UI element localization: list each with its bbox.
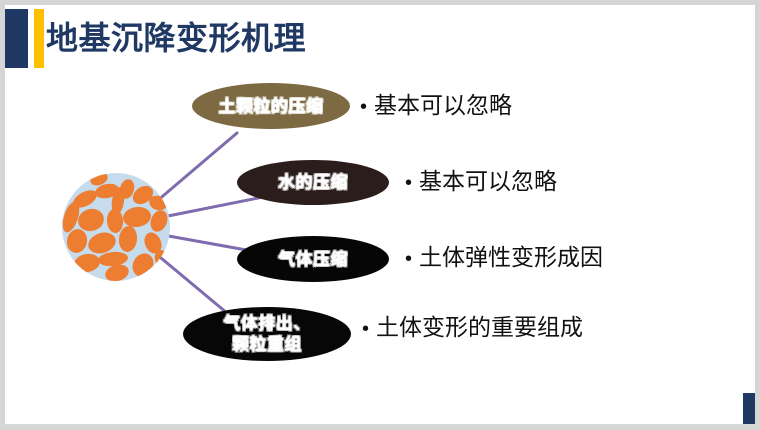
node-label: 土颗粒的压缩 <box>218 96 324 116</box>
bullet-dot-icon: • <box>405 248 413 270</box>
header-gold-bar <box>34 9 44 68</box>
bullet-text: 土体变形的重要组成 <box>376 314 584 340</box>
bullet-dot-icon: • <box>362 318 370 340</box>
node-ellipse-gas-discharge-particle-rearrangement[interactable]: 气体排出、 颗粒重组 <box>183 307 351 361</box>
bullet-row-4: • 土体变形的重要组成 <box>362 312 583 344</box>
page-title: 地基沉降变形机理 <box>46 20 307 56</box>
node-label: 水的压缩 <box>278 173 348 192</box>
node-label: 气体压缩 <box>278 249 348 269</box>
bullet-row-1: • 基本可以忽略 <box>360 90 512 122</box>
node-ellipse-gas-compression[interactable]: 气体压缩 <box>237 236 389 282</box>
header-navy-block <box>5 9 28 68</box>
soil-particle-circle <box>55 165 179 289</box>
corner-navy-block <box>743 393 755 424</box>
node-ellipse-water-compression[interactable]: 水的压缩 <box>237 160 389 205</box>
bullet-row-2: • 基本可以忽略 <box>405 166 557 198</box>
bullet-text: 基本可以忽略 <box>374 92 513 118</box>
slide-canvas: 地基沉降变形机理 <box>5 5 755 424</box>
bullet-row-3: • 土体弹性变形成因 <box>405 242 603 274</box>
node-ellipse-soil-particle-compression[interactable]: 土颗粒的压缩 <box>192 83 350 129</box>
bullet-text: 土体弹性变形成因 <box>419 244 604 270</box>
bullet-dot-icon: • <box>360 96 368 118</box>
node-label: 气体排出、 颗粒重组 <box>223 314 311 354</box>
bullet-dot-icon: • <box>405 172 413 194</box>
bullet-text: 基本可以忽略 <box>419 168 558 194</box>
